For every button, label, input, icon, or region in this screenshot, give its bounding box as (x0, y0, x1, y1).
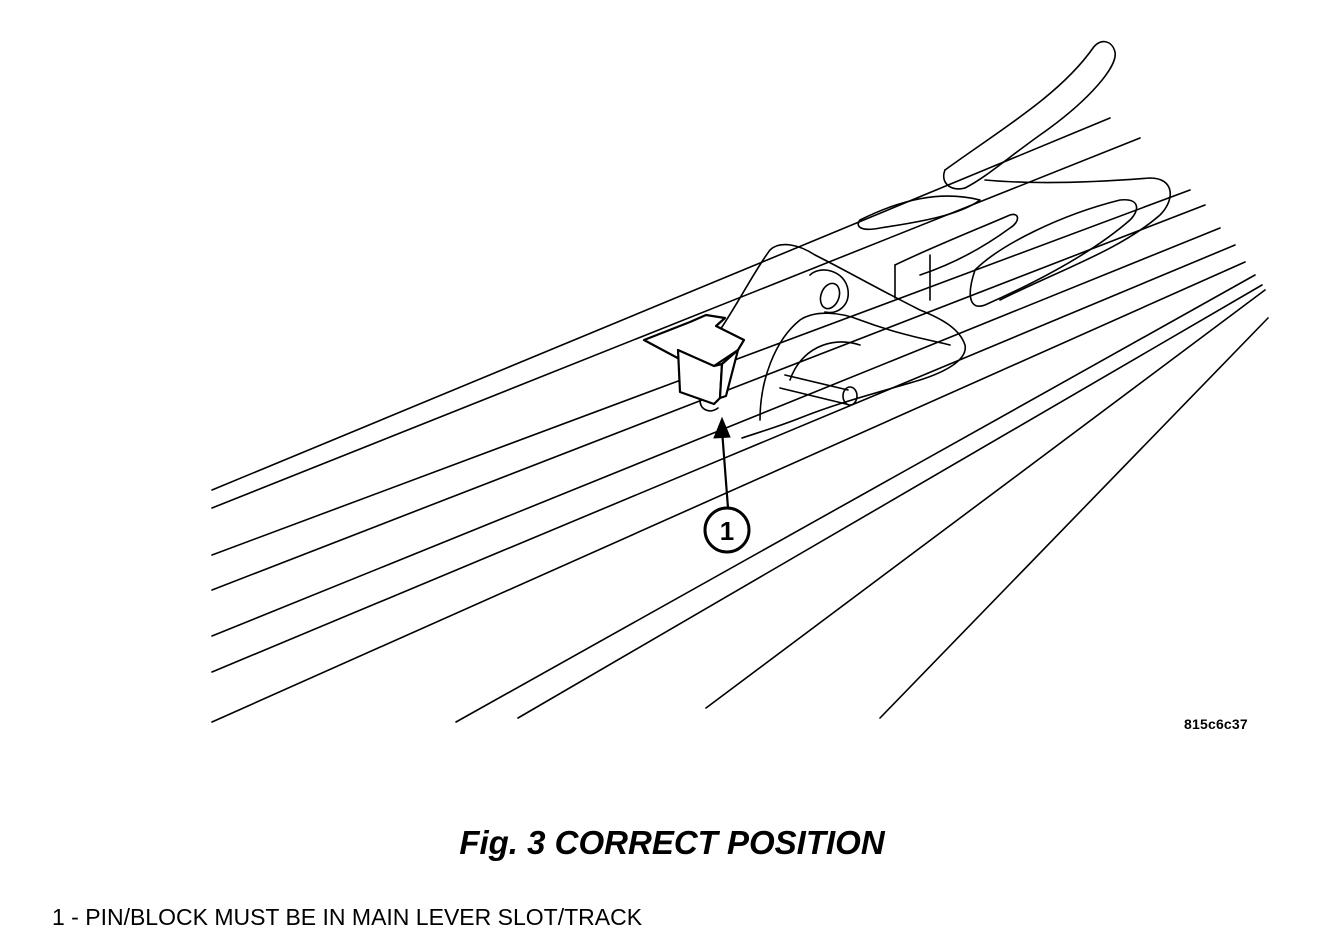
callout-number: 1 (720, 516, 734, 546)
pin-block (642, 313, 746, 412)
seat-track-rails (211, 117, 1269, 723)
figure-caption: Fig. 3 CORRECT POSITION (459, 824, 885, 861)
callout-circle: 1 (703, 506, 751, 554)
main-lever (719, 40, 1172, 439)
part-id-label: 815c6c37 (1184, 716, 1248, 732)
callout-pointer (713, 416, 731, 510)
legend-item: 1 - PIN/BLOCK MUST BE IN MAIN LEVER SLOT… (52, 904, 643, 930)
